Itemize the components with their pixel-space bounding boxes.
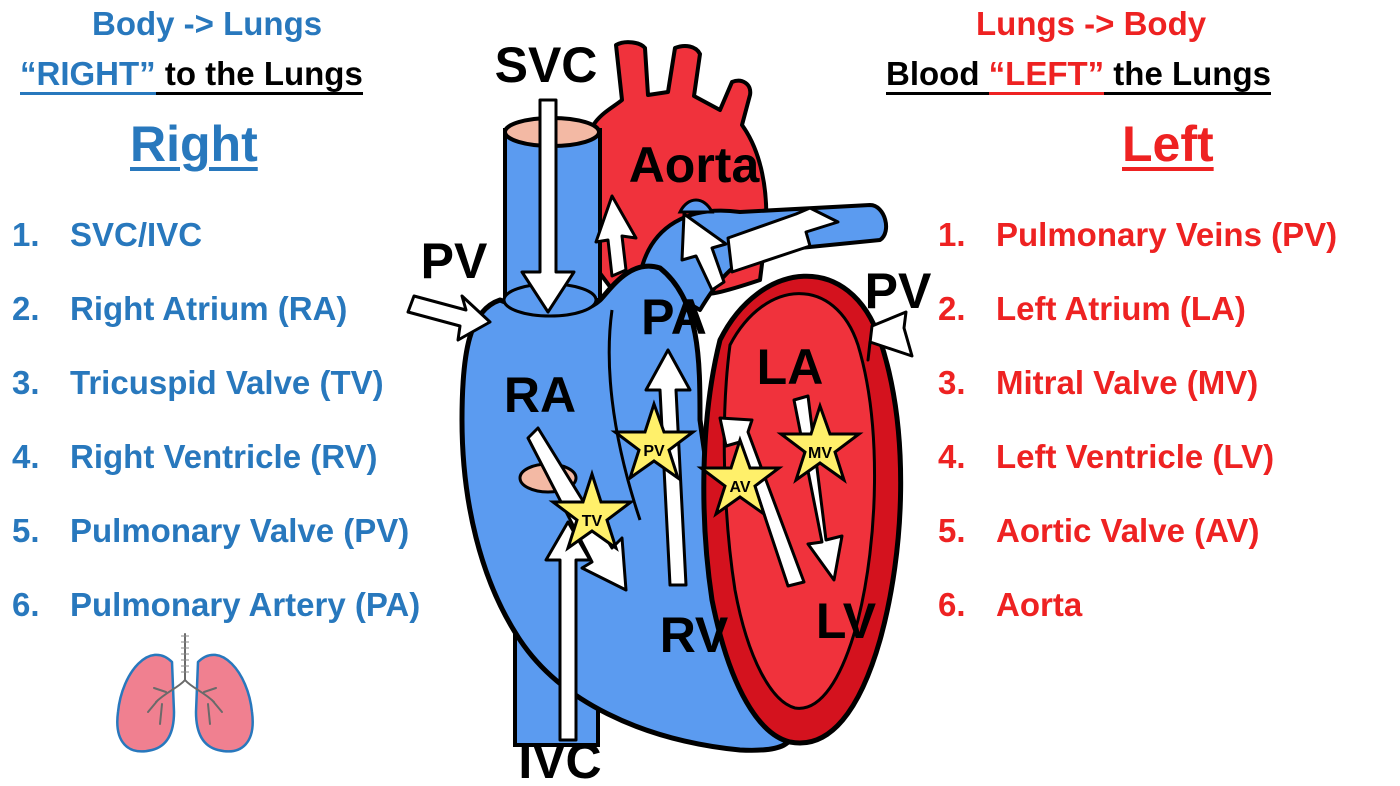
rv-label: RV [660,607,729,663]
list-item: 4. Left Ventricle (LV) [938,437,1337,511]
list-item: 3. Tricuspid Valve (TV) [12,363,420,437]
pv-star [610,399,698,482]
list-number: 2. [12,290,40,327]
list-item: 1. SVC/IVC [12,215,420,289]
list-label: Aortic Valve (AV) [996,512,1260,549]
svc-down-arrow [520,98,576,314]
ivc-label: IVC [518,733,601,786]
pa-right-arrow [726,206,840,274]
lv-to-av-arrow [718,416,806,588]
heart-labels: SVC IVC Aorta PV PV PA RA LA RV LV [421,37,932,786]
right-side-direction: Body -> Lungs [92,5,323,42]
pv-right-label: PV [865,263,932,319]
valve-stars: TV PV AV MV [548,399,864,552]
list-item: 5. Pulmonary Valve (PV) [12,511,420,585]
list-item: 6. Aorta [938,585,1337,659]
list-item: 4. Right Ventricle (RV) [12,437,420,511]
list-item: 2. Left Atrium (LA) [938,289,1337,363]
tv-star [548,469,636,552]
right-quote: “RIGHT” [20,55,156,95]
ra-label: RA [504,367,576,423]
list-item: 6. Pulmonary Artery (PA) [12,585,420,659]
left-side-subtitle: Lungs -> Body [976,4,1206,44]
left-quote: “LEFT” [988,55,1105,95]
svc-label: SVC [495,37,598,93]
mv-star [776,401,864,484]
left-heart-chambers [701,273,904,746]
list-label: Right Ventricle (RV) [70,438,378,475]
list-number: 4. [12,438,40,475]
lungs-icon [116,633,254,753]
list-item: 5. Aortic Valve (AV) [938,511,1337,585]
list-number: 1. [12,216,40,253]
list-number: 3. [938,364,966,401]
left-mnemonic-prefix: Blood [886,55,989,95]
list-number: 1. [938,216,966,253]
list-label: Aorta [996,586,1083,623]
pa-up-arrow [680,212,728,292]
list-label: SVC/IVC [70,216,203,253]
list-label: Pulmonary Veins (PV) [996,216,1338,253]
pa-label: PA [641,289,707,345]
list-number: 6. [12,586,40,623]
list-label: Pulmonary Valve (PV) [70,512,410,549]
la-label: LA [757,339,824,395]
left-side-title: Left [1122,116,1214,172]
right-heart-pathway-list: 1. SVC/IVC 2. Right Atrium (RA) 3. Tricuspi… [12,215,420,659]
list-number: 2. [938,290,966,327]
list-number: 6. [938,586,966,623]
right-mnemonic-rest: to the Lungs [155,55,363,95]
pv-right-arrow [866,310,914,362]
list-label: Pulmonary Artery (PA) [70,586,421,623]
list-item: 2. Right Atrium (RA) [12,289,420,363]
left-side-mnemonic: Blood “LEFT” the Lungs [886,54,1271,95]
av-star-label: AV [729,479,750,496]
list-item: 3. Mitral Valve (MV) [938,363,1337,437]
pv-left-label: PV [421,233,488,289]
left-heart-pathway-list: 1. Pulmonary Veins (PV) 2. Left Atrium (LA… [938,215,1337,659]
mv-star-label: MV [808,445,832,462]
lv-label: LV [816,593,877,649]
pv-star-label: PV [643,443,665,460]
list-number: 5. [12,512,40,549]
list-label: Left Atrium (LA) [996,290,1246,327]
tv-star-label: TV [582,513,603,530]
list-label: Tricuspid Valve (TV) [70,364,384,401]
aorta-label: Aorta [629,137,761,193]
av-star [696,435,784,518]
list-label: Left Ventricle (LV) [996,438,1275,475]
left-side-direction: Lungs -> Body [976,5,1207,42]
septum-line [607,309,642,521]
pv-left-arrow [406,294,492,342]
left-mnemonic-rest: the Lungs [1104,55,1271,95]
list-number: 5. [938,512,966,549]
list-item: 1. Pulmonary Veins (PV) [938,215,1337,289]
aorta-up-arrow [594,194,638,278]
right-side-mnemonic: “RIGHT” to the Lungs [20,54,363,95]
right-side-title: Right [130,116,258,172]
list-label: Mitral Valve (MV) [996,364,1259,401]
list-number: 4. [938,438,966,475]
right-side-subtitle: Body -> Lungs [92,4,322,44]
list-label: Right Atrium (RA) [70,290,348,327]
list-number: 3. [12,364,40,401]
